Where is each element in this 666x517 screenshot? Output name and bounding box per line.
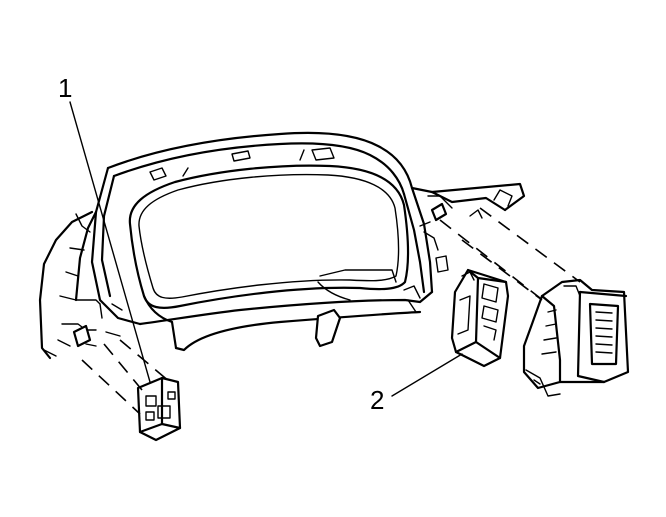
assembly-guide-lines — [81, 207, 581, 415]
callout-2: 2 — [370, 353, 463, 415]
cluster-housing — [38, 131, 526, 360]
leader-line-1 — [69, 101, 151, 383]
bezel-bracket-assembly — [522, 278, 630, 397]
leader-line-2 — [391, 353, 463, 397]
component-2-module — [450, 268, 510, 368]
callout-1: 1 — [58, 73, 151, 383]
callout-number-2: 2 — [370, 385, 384, 415]
component-1-connector — [136, 376, 182, 442]
callout-number-1: 1 — [58, 73, 72, 103]
